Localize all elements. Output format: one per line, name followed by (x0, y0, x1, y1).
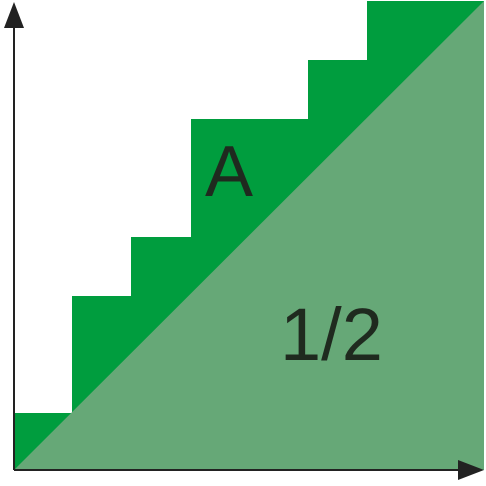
half-triangle (14, 1, 484, 470)
label-a: A (205, 132, 253, 212)
y-axis-arrow-icon (4, 2, 24, 28)
label-half: 1/2 (280, 293, 383, 376)
axes (4, 2, 484, 480)
x-axis-arrow-icon (458, 460, 484, 480)
